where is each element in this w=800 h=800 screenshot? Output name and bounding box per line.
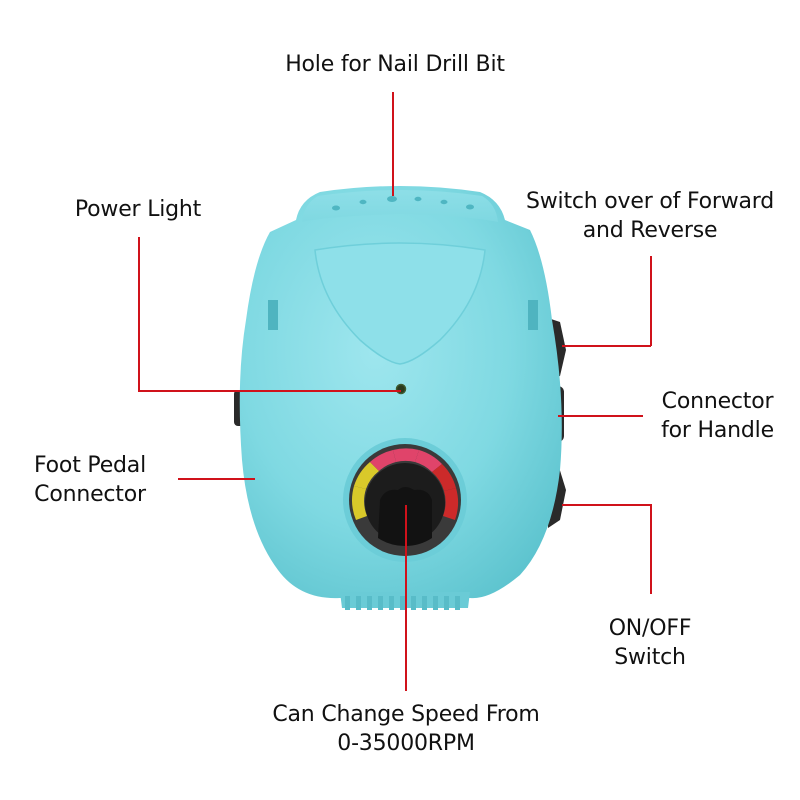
callout-line-power-light-v bbox=[138, 237, 140, 391]
callout-line-handle-connector bbox=[558, 415, 643, 417]
callout-line-on-off-h bbox=[562, 504, 651, 506]
callout-line-forward-reverse-v bbox=[650, 256, 652, 346]
label-handle-connector: Connector for Handle bbox=[661, 389, 774, 443]
label-speed-range: Can Change Speed From 0-35000RPM bbox=[272, 702, 540, 756]
speed-dial[interactable] bbox=[343, 438, 467, 562]
drill-bit-holes bbox=[332, 196, 474, 211]
callout-line-forward-reverse-h bbox=[562, 345, 651, 347]
callout-line-foot-pedal bbox=[178, 478, 255, 480]
label-foot-pedal-connector: Foot Pedal Connector bbox=[34, 453, 146, 507]
label-forward-reverse-switch: Switch over of Forward and Reverse bbox=[525, 189, 775, 243]
callout-line-on-off-v bbox=[650, 504, 652, 594]
callout-line-speed bbox=[405, 505, 407, 691]
callout-line-drill-bit bbox=[392, 92, 394, 196]
label-drill-bit-hole: Hole for Nail Drill Bit bbox=[285, 52, 505, 77]
power-light-led bbox=[395, 383, 407, 395]
label-power-light: Power Light bbox=[74, 197, 202, 222]
callout-line-power-light-h bbox=[138, 390, 401, 392]
label-on-off-switch: ON/OFF Switch bbox=[608, 616, 692, 670]
